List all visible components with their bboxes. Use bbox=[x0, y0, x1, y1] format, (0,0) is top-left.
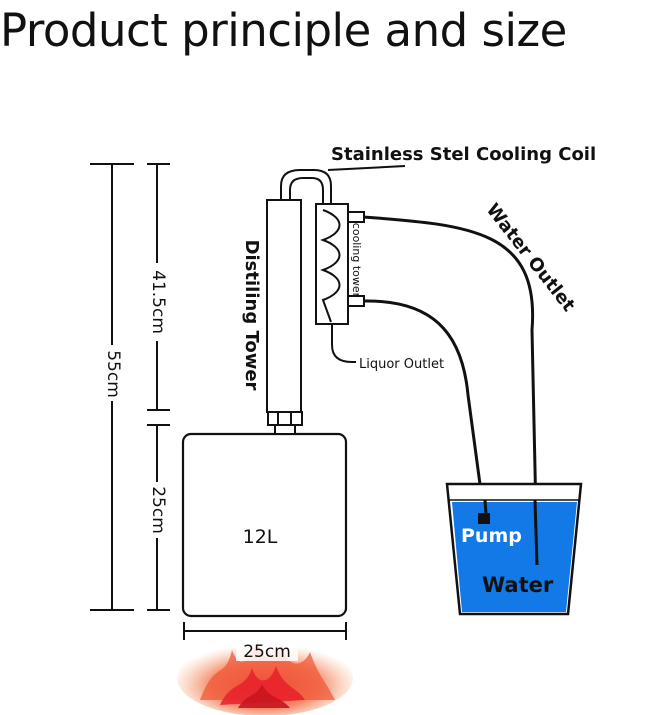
label-25cm-horizontal: 25cm bbox=[243, 642, 291, 662]
label-41-5cm: 41.5cm bbox=[148, 270, 168, 334]
label-cooling-tower: cooling tower bbox=[350, 223, 363, 298]
label-distiling-tower: Distiling Tower bbox=[241, 240, 262, 391]
label-55cm: 55cm bbox=[103, 350, 123, 398]
label-capacity: 12L bbox=[243, 526, 278, 548]
liquor-outlet-pipe bbox=[331, 324, 356, 363]
label-cooling-coil: Stainless Stel Cooling Coil bbox=[331, 144, 596, 165]
label-water: Water bbox=[482, 573, 554, 597]
pump-icon bbox=[478, 513, 490, 524]
label-liquor-outlet: Liquor Outlet bbox=[359, 357, 444, 372]
water-bucket bbox=[445, 482, 583, 616]
label-pump: Pump bbox=[461, 525, 522, 547]
pump-inlet-hose bbox=[363, 299, 486, 515]
flame-icon bbox=[177, 640, 353, 715]
cooling-coil-tube bbox=[280, 165, 406, 208]
water-outlet-hose bbox=[363, 215, 539, 563]
distilling-tower bbox=[266, 199, 303, 435]
dimension-25cm-horizontal bbox=[183, 622, 347, 640]
coil-spiral bbox=[320, 209, 341, 323]
page-title: Product principle and size bbox=[0, 4, 567, 57]
pot-body bbox=[181, 432, 348, 618]
label-25cm-vertical: 25cm bbox=[148, 486, 168, 534]
